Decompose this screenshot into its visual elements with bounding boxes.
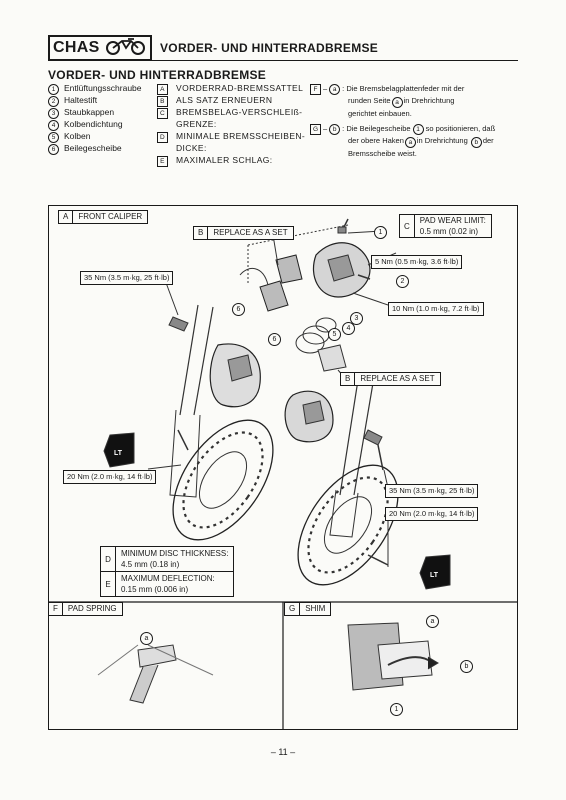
section-badge: CHAS bbox=[48, 35, 152, 61]
callout-3: 3 bbox=[350, 312, 363, 325]
legend-letter-item: DICKE: bbox=[176, 143, 207, 153]
torque-10: 10 Nm (1.0 m·kg, 7.2 ft·lb) bbox=[388, 302, 484, 316]
callout-b-shim: b bbox=[460, 660, 473, 673]
torque-35-right: 35 Nm (3.5 m·kg, 25 ft·lb) bbox=[385, 484, 479, 498]
section-title: VORDER- UND HINTERRADBREMSE bbox=[48, 68, 267, 82]
torque-20-right: 20 Nm (2.0 m·kg, 14 ft·lb) bbox=[385, 507, 479, 521]
callout-a-shim: a bbox=[426, 615, 439, 628]
lt-label-right: LT bbox=[430, 572, 439, 579]
page-number: – 11 – bbox=[270, 747, 296, 757]
installation-notes: F–a: Die Bremsbelagplattenfeder mit der … bbox=[310, 83, 495, 159]
exploded-view-drawing: LT LT bbox=[48, 218, 518, 730]
torque-5: 5 Nm (0.5 m·kg, 3.6 ft·lb) bbox=[371, 255, 463, 269]
header-title: VORDER- UND HINTERRADBREMSE bbox=[160, 41, 379, 55]
callout-1: 1 bbox=[374, 226, 387, 239]
torque-35-left: 35 Nm (3.5 m·kg, 25 ft·lb) bbox=[80, 271, 174, 285]
header-divider bbox=[48, 60, 518, 61]
lt-label-left: LT bbox=[114, 450, 123, 457]
note-f: F–a: Die Bremsbelagplattenfeder mit der bbox=[310, 83, 495, 95]
callout-5: 5 bbox=[328, 328, 341, 341]
motorcycle-icon bbox=[104, 37, 148, 60]
callout-4: 4 bbox=[342, 322, 355, 335]
disc-spec-box: D MINIMUM DISC THICKNESS:4.5 mm (0.18 in… bbox=[100, 546, 235, 597]
section-code: CHAS bbox=[53, 39, 100, 56]
callout-a-spring: a bbox=[140, 632, 153, 645]
note-f-line: gerichtet einbauen. bbox=[348, 109, 412, 118]
note-g-line: Bremsscheibe weist. bbox=[348, 149, 417, 158]
label-pad-wear: C PAD WEAR LIMIT:0.5 mm (0.02 in) bbox=[399, 214, 492, 238]
callout-6-bottom: 6 bbox=[268, 333, 281, 346]
callout-1-shim: 1 bbox=[390, 703, 403, 716]
callout-2: 2 bbox=[396, 275, 409, 288]
callout-6-top: 6 bbox=[232, 303, 245, 316]
legend-letter-item: GRENZE: bbox=[176, 119, 217, 129]
torque-20-left: 20 Nm (2.0 m·kg, 14 ft·lb) bbox=[63, 470, 157, 484]
